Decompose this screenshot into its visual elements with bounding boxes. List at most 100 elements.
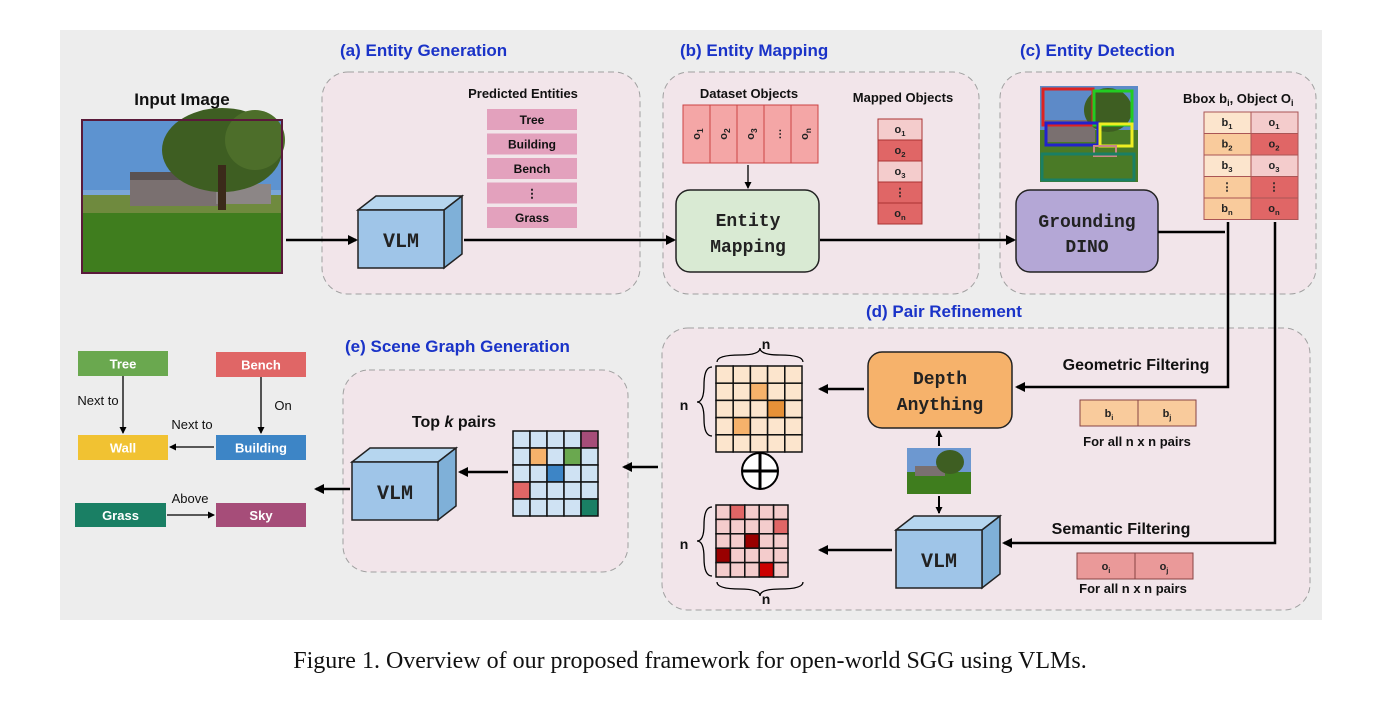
depth-anything-box [867,351,1013,429]
predicted-entities-label: Predicted Entities [468,86,578,101]
grounding-dino-line1: Grounding [1038,213,1135,233]
object-cell-label: ⋮ [1269,182,1280,194]
graph-edge-label: Next to [171,417,212,432]
matrix-cell [729,561,746,578]
pair-cell-label: oj [1160,561,1169,575]
graph-node-building [216,435,306,460]
matrix-cell [580,447,599,466]
matrix-cell [749,365,769,384]
sem-n-left: n [680,536,689,552]
graph-node-label: Tree [110,357,137,372]
entity-cell [487,158,577,179]
graph-node-sky [216,503,306,527]
entity-cell [487,109,577,130]
matrix-cell [512,447,531,466]
matrix-cell [529,481,548,500]
matrix-cell [715,561,732,578]
mapped-object-cell [877,202,923,225]
object-cell [1250,197,1299,220]
mapped-objects-label: Mapped Objects [853,90,953,105]
graph-edge-label: Next to [77,393,118,408]
matrix-cell [715,518,732,535]
arrow-semantic-filtering [1002,222,1277,548]
depth-anything-line2: Anything [897,396,983,416]
matrix-cell [732,382,752,402]
matrix-cell [715,416,734,436]
object-cell-label: on [1268,203,1280,217]
mapped-object-label: ⋮ [895,187,906,199]
matrix-cell [749,434,769,453]
mapped-object-label: o3 [894,166,905,180]
dataset-object-cell [709,104,738,164]
dataset-object-label: o3 [745,128,759,140]
mapped-object-label: o2 [894,145,905,159]
graph-node-label: Wall [110,441,136,456]
matrix-cell [715,547,732,564]
title-pair-refinement: (d) Pair Refinement [866,302,1022,321]
matrix-cell [772,504,789,521]
vlm-cube-entity-generation [355,194,465,270]
matrix-cell [563,447,582,466]
semantic-filtering-label: Semantic Filtering [1052,521,1191,538]
bbox-cell-label: b2 [1221,139,1232,153]
dataset-objects-label: Dataset Objects [700,86,798,101]
pair-cell-label: bi [1105,408,1114,422]
matrix-cell [715,399,734,419]
matrix-cell [732,434,752,453]
top-k-matrix [512,430,599,517]
matrix-cell [749,416,769,436]
dataset-object-label: … [772,129,784,140]
geo-n-left: n [680,397,689,413]
dataset-object-cell [682,104,711,164]
title-entity-generation: (a) Entity Generation [340,41,507,60]
matrix-cell [580,481,599,500]
graph-node-bench [216,352,306,377]
pair-cell-label: bj [1163,408,1172,422]
geometric-all-pairs: For all n x n pairs [1083,434,1191,449]
matrix-cell [729,504,746,521]
matrix-cell [744,518,760,535]
matrix-cell [729,547,746,564]
matrix-cell [772,533,789,549]
title-scene-graph: (e) Scene Graph Generation [345,337,570,356]
matrix-cell [715,434,734,453]
matrix-cell [766,365,786,384]
matrix-cell [749,399,769,419]
matrix-cell [529,430,548,449]
semantic-matrix [715,504,789,578]
dataset-object-cell [790,104,819,164]
graph-node-label: Bench [241,358,281,373]
matrix-cell [512,430,531,449]
bbox-object-label: Bbox bi, Object Oi [1183,91,1294,108]
matrix-cell [744,561,760,578]
bbox-cell-label: b1 [1221,117,1233,131]
plus-operator-icon [741,452,779,490]
entity-cell [487,207,577,228]
matrix-cell [529,498,548,517]
matrix-cell [546,447,565,466]
vlm-label-scene-graph: VLM [377,483,413,506]
matrix-cell [529,464,548,483]
input-image [81,108,285,274]
matrix-cell [784,399,803,419]
matrix-cell [784,416,803,436]
bbox-cell-label: ⋮ [1222,182,1233,194]
graph-node-wall [78,435,168,460]
matrix-cell [758,547,775,564]
sem-brace-left [696,506,713,577]
entity-mapping-line1: Entity [716,212,781,232]
matrix-cell [784,434,803,453]
title-entity-detection: (c) Entity Detection [1020,41,1175,60]
matrix-cell [546,464,565,483]
sem-brace-bottom [716,581,804,597]
matrix-cell [715,365,734,384]
graph-edge-label: On [274,398,291,413]
matrix-cell [512,481,531,500]
matrix-cell [766,399,786,419]
geometric-matrix [715,365,803,453]
